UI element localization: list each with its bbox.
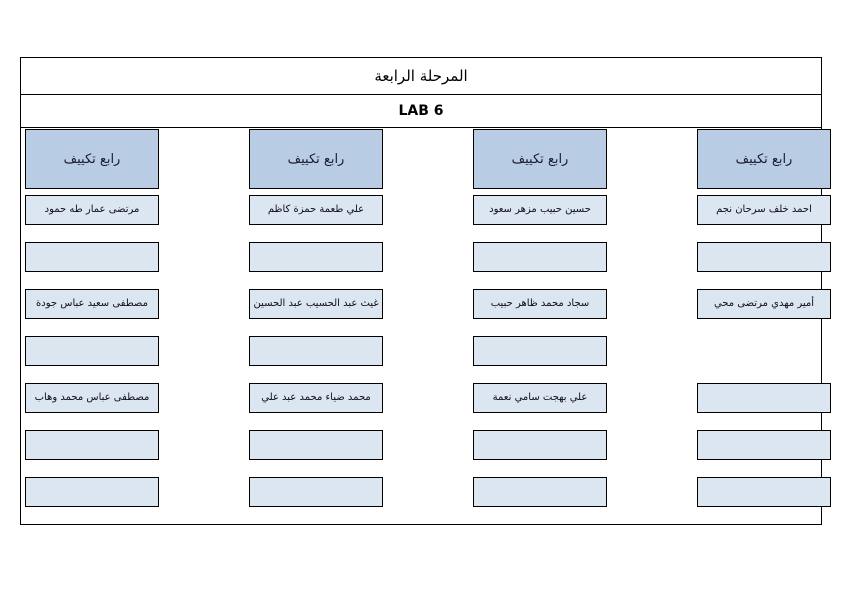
student-cell[interactable]: [473, 477, 607, 507]
column-header-label: رابع تكييف: [63, 151, 121, 167]
sheet-title-stage: المرحلة الرابعة: [21, 58, 821, 95]
student-name: علي بهجت سامي نعمة: [492, 392, 588, 403]
student-name: حسين حبيب مزهر سعود: [489, 204, 591, 215]
student-cell[interactable]: [25, 477, 159, 507]
student-name: محمد ضياء محمد عبد علي: [261, 392, 371, 403]
lab-title-text: LAB 6: [398, 103, 444, 119]
student-name: احمد خلف سرحان نجم: [716, 204, 812, 215]
student-cell[interactable]: علي بهجت سامي نعمة: [473, 383, 607, 413]
student-cell[interactable]: [473, 430, 607, 460]
student-cell[interactable]: [249, 242, 383, 272]
student-grid: رابع تكييف احمد خلف سرحان نجم أمير مهدي …: [21, 129, 831, 526]
student-cell[interactable]: [697, 430, 831, 460]
student-cell[interactable]: سجاد محمد ظاهر حبيب: [473, 289, 607, 319]
student-cell[interactable]: غيث عبد الحسيب عبد الحسين: [249, 289, 383, 319]
student-cell[interactable]: مصطفى عباس محمد وهاب: [25, 383, 159, 413]
student-cell[interactable]: مرتضى عمار طه حمود: [25, 195, 159, 225]
student-name: غيث عبد الحسيب عبد الحسين: [253, 298, 379, 309]
student-cell[interactable]: مصطفى سعيد عباس جودة: [25, 289, 159, 319]
student-cell[interactable]: علي طعمة حمزة كاظم: [249, 195, 383, 225]
student-column-1: رابع تكييف احمد خلف سرحان نجم أمير مهدي …: [697, 129, 831, 526]
student-name: سجاد محمد ظاهر حبيب: [490, 298, 590, 309]
column-header-3: رابع تكييف: [249, 129, 383, 189]
column-header-label: رابع تكييف: [511, 151, 569, 167]
student-cell[interactable]: [697, 242, 831, 272]
student-name: مرتضى عمار طه حمود: [44, 204, 140, 215]
student-name: أمير مهدي مرتضى محي: [713, 298, 815, 309]
student-cell[interactable]: حسين حبيب مزهر سعود: [473, 195, 607, 225]
student-cell[interactable]: [473, 242, 607, 272]
empty-slot: [697, 336, 831, 366]
student-cell[interactable]: أمير مهدي مرتضى محي: [697, 289, 831, 319]
student-cell[interactable]: [249, 430, 383, 460]
student-cell[interactable]: [249, 477, 383, 507]
column-header-label: رابع تكييف: [287, 151, 345, 167]
student-column-2: رابع تكييف حسين حبيب مزهر سعود سجاد محمد…: [473, 129, 607, 526]
column-header-label: رابع تكييف: [735, 151, 793, 167]
student-name: علي طعمة حمزة كاظم: [267, 204, 365, 215]
student-cell[interactable]: احمد خلف سرحان نجم: [697, 195, 831, 225]
column-header-2: رابع تكييف: [473, 129, 607, 189]
student-column-4: رابع تكييف مرتضى عمار طه حمود مصطفى سعيد…: [25, 129, 159, 526]
student-name: مصطفى سعيد عباس جودة: [36, 298, 148, 309]
student-cell[interactable]: [25, 242, 159, 272]
student-name: مصطفى عباس محمد وهاب: [34, 392, 150, 403]
column-header-4: رابع تكييف: [25, 129, 159, 189]
stage-title-text: المرحلة الرابعة: [374, 66, 468, 85]
student-column-3: رابع تكييف علي طعمة حمزة كاظم غيث عبد ال…: [249, 129, 383, 526]
sheet-title-lab: LAB 6: [21, 95, 821, 128]
student-cell[interactable]: [473, 336, 607, 366]
column-header-1: رابع تكييف: [697, 129, 831, 189]
student-cell[interactable]: [25, 430, 159, 460]
student-cell[interactable]: محمد ضياء محمد عبد علي: [249, 383, 383, 413]
attendance-sheet: المرحلة الرابعة LAB 6 رابع تكييف احمد خل…: [20, 57, 831, 526]
student-cell[interactable]: [25, 336, 159, 366]
student-cell[interactable]: [697, 477, 831, 507]
student-cell[interactable]: [249, 336, 383, 366]
student-cell[interactable]: [697, 383, 831, 413]
